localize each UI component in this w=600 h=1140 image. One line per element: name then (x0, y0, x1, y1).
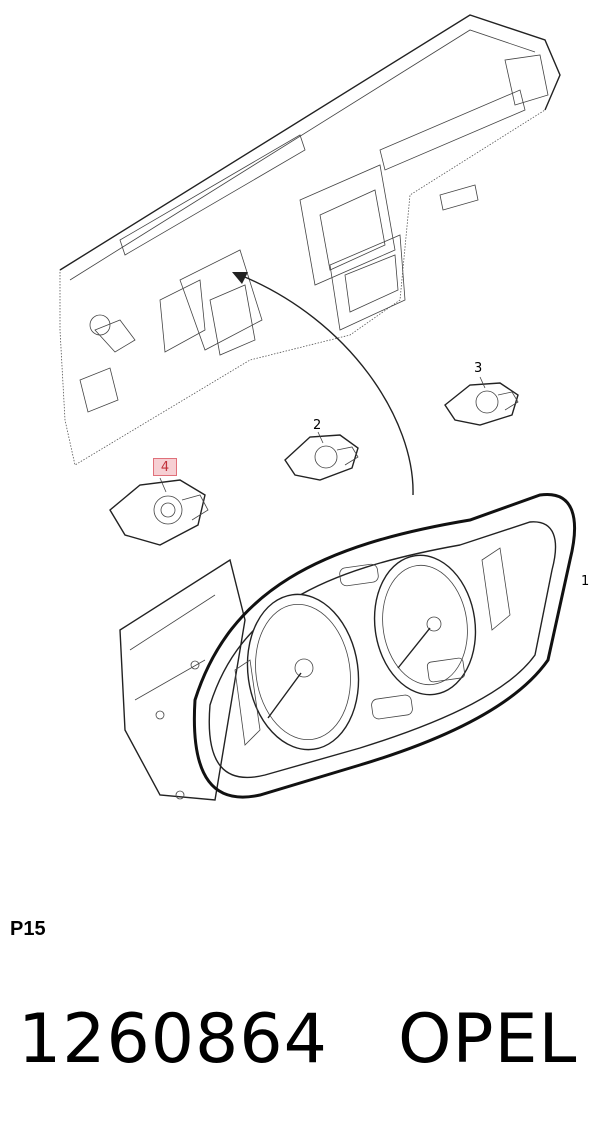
page-code: P15 (10, 918, 46, 940)
bulb-socket-4 (109, 477, 209, 546)
callout-label-3: 3 (474, 361, 483, 376)
bulb-socket-3 (444, 376, 519, 426)
part-number: 1260864 (18, 1000, 328, 1079)
bulb-socket-2 (284, 431, 359, 481)
exploded-parts-diagram (59, 14, 577, 801)
callout-label-1: 1 (581, 574, 590, 589)
install-arrow (232, 272, 414, 496)
instrument-cluster (119, 492, 577, 801)
callout-label-4-highlighted[interactable]: 4 (153, 458, 177, 476)
brand-name: OPEL (398, 1000, 578, 1079)
callout-label-2: 2 (313, 418, 322, 433)
dashboard-panel (59, 14, 561, 466)
